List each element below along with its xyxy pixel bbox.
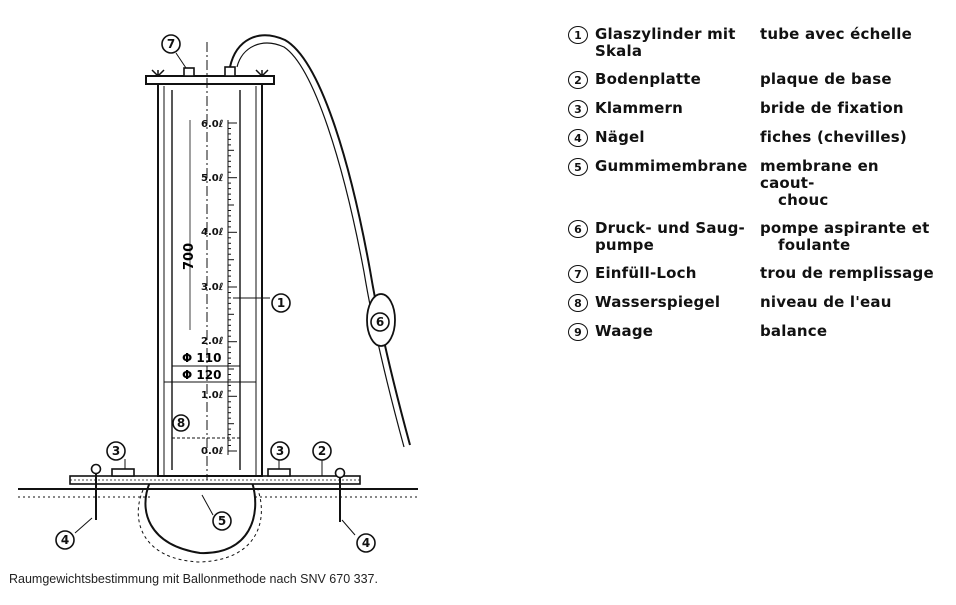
legend-french: membrane en caout-chouc (760, 157, 879, 209)
callout-3-right: 3 (276, 444, 284, 458)
callout-2: 2 (318, 444, 326, 458)
legend-row: 7 Einfüll-Loch trou de remplissage (568, 265, 948, 283)
legend-row: 6 Druck- und Saug-pumpe pompe aspirante … (568, 220, 948, 254)
callout-4-left: 4 (61, 533, 69, 547)
diameter-110: Φ 110 (182, 351, 221, 365)
figure-caption: Raumgewichtsbestimmung mit Ballonmethode… (9, 572, 378, 586)
legend-german: Gummimembrane (595, 157, 748, 175)
scale-label: 1.0ℓ (201, 390, 224, 401)
legend-row: 9 Waage balance (568, 323, 948, 341)
fill-hole (183, 67, 195, 77)
legend-french: bride de fixation (760, 99, 904, 117)
callout-5: 5 (218, 514, 226, 528)
clamp-left (111, 468, 135, 477)
legend-german: Bodenplatte (595, 70, 702, 88)
apparatus-drawing: 6.0ℓ 5.0ℓ 4.0ℓ 3.0ℓ 2.0ℓ 1.0ℓ 0.0ℓ 700 Φ… (18, 34, 418, 563)
legend-row: 2 Bodenplatte plaque de base (568, 71, 948, 89)
nail-left (90, 463, 102, 520)
legend-row: 4 Nägel fiches (chevilles) (568, 129, 948, 147)
height-dimension: 700 (182, 243, 197, 270)
legend-french: balance (760, 322, 828, 340)
callout-4-right: 4 (362, 536, 370, 550)
legend-german: Einfüll-Loch (595, 264, 697, 282)
legend-german: Klammern (595, 99, 683, 117)
diameter-120: Φ 120 (182, 368, 221, 382)
callout-7: 7 (167, 37, 175, 51)
legend-french: fiches (chevilles) (760, 128, 907, 146)
legend-french: plaque de base (760, 70, 892, 88)
legend-german: Druck- und Saug-pumpe (595, 219, 745, 254)
nail-right (334, 467, 346, 522)
callout-1: 1 (277, 296, 285, 310)
legend-number: 3 (568, 100, 588, 118)
legend-number: 7 (568, 265, 588, 283)
scale-label: 0.0ℓ (201, 446, 224, 457)
legend-german: Waage (595, 322, 654, 340)
legend-number: 5 (568, 158, 588, 176)
scale-label: 2.0ℓ (201, 336, 224, 347)
scale-label: 6.0ℓ (201, 119, 224, 130)
legend-row: 3 Klammern bride de fixation (568, 100, 948, 118)
legend-number: 8 (568, 294, 588, 312)
scale-label: 3.0ℓ (201, 282, 224, 293)
legend-number: 9 (568, 323, 588, 341)
legend-row: 8 Wasserspiegel niveau de l'eau (568, 294, 948, 312)
legend-number: 1 (568, 26, 588, 44)
legend-german: Wasserspiegel (595, 293, 721, 311)
legend-french: trou de remplissage (760, 264, 934, 282)
callout-8: 8 (177, 416, 185, 430)
legend-german: Nägel (595, 128, 645, 146)
scale-label: 5.0ℓ (201, 173, 224, 184)
clamp-right (267, 468, 291, 477)
rubber-membrane (144, 481, 257, 555)
pump-hose (229, 34, 411, 446)
legend-row: 5 Gummimembrane membrane en caout-chouc (568, 158, 948, 209)
legend-french: niveau de l'eau (760, 293, 892, 311)
legend-number: 6 (568, 220, 588, 238)
legend-number: 4 (568, 129, 588, 147)
callout-6: 6 (376, 315, 384, 329)
legend-french: tube avec échelle (760, 25, 912, 43)
scale-label: 4.0ℓ (201, 227, 224, 238)
callout-3-left: 3 (112, 444, 120, 458)
legend-number: 2 (568, 71, 588, 89)
glass-cylinder (157, 81, 263, 477)
top-plate (145, 75, 275, 85)
